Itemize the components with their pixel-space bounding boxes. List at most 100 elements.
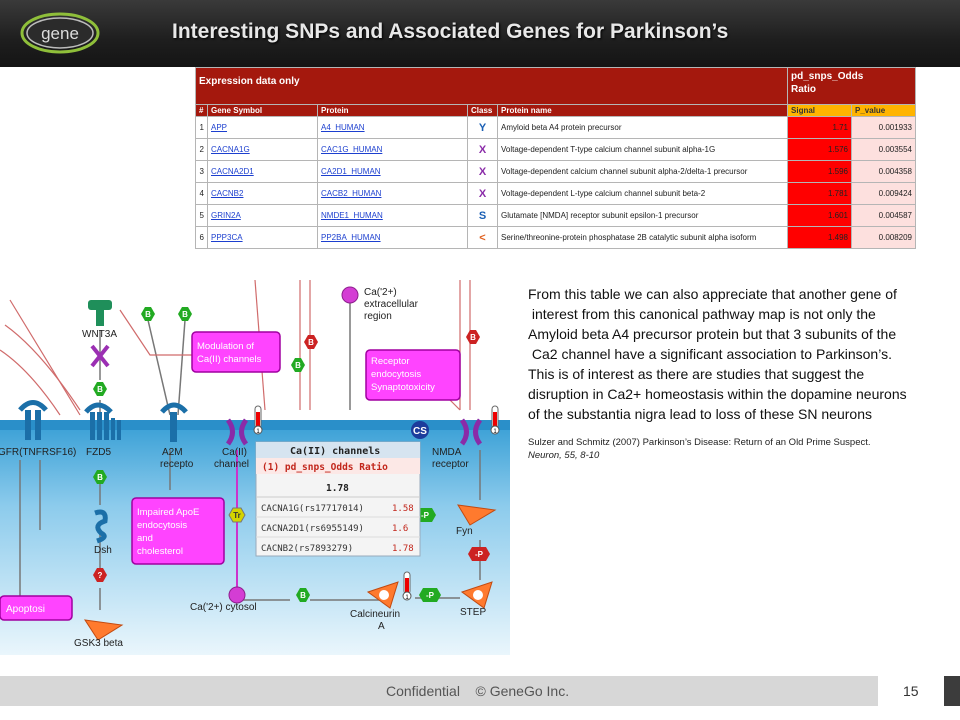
protein-link[interactable]: CAC1G_HUMAN bbox=[321, 145, 383, 154]
dsh-protein-icon[interactable] bbox=[94, 509, 108, 544]
protein-link[interactable]: A4_HUMAN bbox=[321, 123, 365, 132]
wnt3a-binding-icon bbox=[90, 344, 110, 368]
gfr-label: GFR(TNFRSF16) bbox=[0, 447, 76, 458]
ca-extra-label: Ca('2+) bbox=[364, 287, 397, 298]
row-index: 5 bbox=[195, 204, 208, 227]
svg-text:1: 1 bbox=[493, 429, 497, 435]
table-row: 6 PPP3CA PP2BA_HUMAN < Serine/threonine-… bbox=[195, 226, 917, 249]
tooltip-row-label: CACNA2D1(rs6955149) bbox=[261, 524, 364, 534]
col-header-index: # bbox=[195, 104, 208, 117]
red-hex-icon[interactable]: B bbox=[466, 330, 480, 344]
svg-text:1: 1 bbox=[405, 595, 409, 601]
gene-link[interactable]: CACNB2 bbox=[211, 189, 244, 198]
fzd5-receptor-icon[interactable] bbox=[84, 402, 121, 440]
expression-thermometer-icon[interactable]: 1 bbox=[253, 405, 263, 435]
ca-cytosol-label: Ca('2+) cytosol bbox=[190, 602, 257, 613]
modulation-label: Modulation of bbox=[197, 341, 254, 352]
a2m-receptor-icon[interactable] bbox=[160, 402, 188, 442]
calcineurin-phosphatase-icon[interactable] bbox=[366, 581, 399, 609]
ca-extracellular-node[interactable] bbox=[341, 286, 359, 304]
pvalue: 0.008209 bbox=[851, 226, 917, 249]
binding-hex-icon[interactable]: B bbox=[93, 470, 107, 484]
nmda-receptor-icon[interactable] bbox=[459, 418, 483, 446]
fzd5-label: FZD5 bbox=[86, 447, 111, 458]
ca-cytosol-node[interactable] bbox=[228, 586, 246, 604]
commentary-line: From this table we can also appreciate t… bbox=[528, 286, 897, 302]
tooltip-row-value: 1.6 bbox=[392, 524, 408, 534]
process-box-receptor-endocytosis[interactable]: Receptor endocytosis Synaptotoxicity bbox=[365, 349, 461, 401]
binding-hex-icon[interactable]: B bbox=[178, 307, 192, 321]
expression-thermometer-icon[interactable]: 1 bbox=[490, 405, 500, 435]
gfr-receptor-icon[interactable] bbox=[18, 400, 48, 441]
pvalue: 0.004358 bbox=[851, 160, 917, 183]
receptor-label: Receptor bbox=[371, 356, 410, 367]
expression-thermometer-icon[interactable]: 1 bbox=[402, 571, 412, 601]
tooltip-value: 1.78 bbox=[326, 483, 349, 494]
receptor-label-3: Synaptotoxicity bbox=[371, 382, 435, 393]
step-label: STEP bbox=[460, 607, 486, 618]
unknown-hex-icon[interactable]: ? bbox=[93, 568, 107, 582]
class-icon: X bbox=[467, 182, 498, 205]
dephospho-hex-icon[interactable]: -P bbox=[468, 547, 490, 561]
step-phosphatase-icon[interactable] bbox=[460, 581, 493, 609]
apoe-label-2: endocytosis bbox=[137, 520, 187, 531]
table-row: 1 APP A4_HUMAN Y Amyloid beta A4 protein… bbox=[195, 116, 917, 139]
binding-hex-icon[interactable]: B bbox=[296, 588, 310, 602]
process-box-apoptosis[interactable]: Apoptosi bbox=[0, 595, 73, 621]
wnt3a-label: WNT3A bbox=[82, 329, 117, 340]
fyn-kinase-icon[interactable] bbox=[457, 504, 497, 526]
page-number: 15 bbox=[903, 683, 919, 699]
svg-text:-P: -P bbox=[426, 591, 435, 600]
transport-hex-icon[interactable]: Tr bbox=[228, 507, 246, 523]
svg-text:-P: -P bbox=[475, 550, 484, 559]
phospho-hex-icon[interactable]: -P bbox=[419, 588, 441, 602]
protein-link[interactable]: NMDE1_HUMAN bbox=[321, 211, 383, 220]
gene-link[interactable]: CACNA2D1 bbox=[211, 167, 254, 176]
modulation-label-2: Ca(II) channels bbox=[197, 354, 262, 365]
gene-link[interactable]: GRIN2A bbox=[211, 211, 241, 220]
reference-journal: Neuron, 55, 8-10 bbox=[528, 450, 600, 461]
pvalue: 0.009424 bbox=[851, 182, 917, 205]
red-hex-icon[interactable]: B bbox=[304, 335, 318, 349]
ca-ii-label-2: channel bbox=[214, 459, 249, 470]
gsk3-kinase-icon[interactable] bbox=[83, 619, 124, 641]
a2m-label-2: recepto bbox=[160, 459, 194, 470]
binding-hex-icon[interactable]: B bbox=[291, 358, 305, 372]
class-icon: Y bbox=[467, 116, 498, 139]
commentary-line: This is of interest as there are studies… bbox=[528, 366, 865, 382]
protein-link[interactable]: CA2D1_HUMAN bbox=[321, 167, 381, 176]
binding-hex-icon[interactable]: B bbox=[93, 382, 107, 396]
process-box-apoe[interactable]: Impaired ApoE endocytosis and cholestero… bbox=[131, 497, 225, 565]
tooltip-row-label: CACNA1G(rs17717014) bbox=[261, 504, 364, 514]
commentary-line: interest from this canonical pathway map… bbox=[528, 306, 876, 322]
tooltip-subtitle: (1) pd_snps_Odds Ratio bbox=[262, 462, 388, 473]
apoe-label: Impaired ApoE bbox=[137, 507, 199, 518]
ca-extra-label-2: extracellular bbox=[364, 299, 419, 310]
svg-text:-P: -P bbox=[421, 511, 430, 520]
ca-channel-icon[interactable] bbox=[225, 418, 249, 446]
reference-citation: Sulzer and Schmitz (2007) Parkinson’s Di… bbox=[528, 436, 871, 462]
cs-badge-icon[interactable] bbox=[411, 421, 429, 439]
tooltip-row-label: CACNB2(rs7893279) bbox=[261, 544, 353, 554]
gene-link[interactable]: PPP3CA bbox=[211, 233, 243, 242]
protein-name: Voltage-dependent L-type calcium channel… bbox=[496, 182, 789, 205]
protein-link[interactable]: PP2BA_HUMAN bbox=[321, 233, 381, 242]
protein-link[interactable]: CACB2_HUMAN bbox=[321, 189, 382, 198]
footer-copyright: © GeneGo Inc. bbox=[475, 683, 570, 699]
page-number-box: 15 bbox=[878, 676, 944, 706]
slide-header: gene Interesting SNPs and Associated Gen… bbox=[0, 0, 960, 67]
pd-snps-header-line1: pd_snps_Odds bbox=[791, 71, 864, 82]
process-box-modulation[interactable]: Modulation of Ca(II) channels bbox=[191, 331, 281, 373]
svg-text:B: B bbox=[295, 361, 301, 370]
protein-name: Voltage-dependent calcium channel subuni… bbox=[496, 160, 789, 183]
row-index: 2 bbox=[195, 138, 208, 161]
binding-hex-icon[interactable]: B bbox=[141, 307, 155, 321]
wnt3a-ligand-icon[interactable] bbox=[88, 300, 112, 326]
col-header-class: Class bbox=[467, 104, 498, 117]
footer-bar bbox=[0, 676, 878, 706]
svg-text:1: 1 bbox=[256, 429, 260, 435]
gene-link[interactable]: APP bbox=[211, 123, 228, 132]
tooltip-row-value: 1.58 bbox=[392, 504, 414, 514]
gene-link[interactable]: CACNA1G bbox=[211, 145, 250, 154]
receptor-label-2: endocytosis bbox=[371, 369, 421, 380]
